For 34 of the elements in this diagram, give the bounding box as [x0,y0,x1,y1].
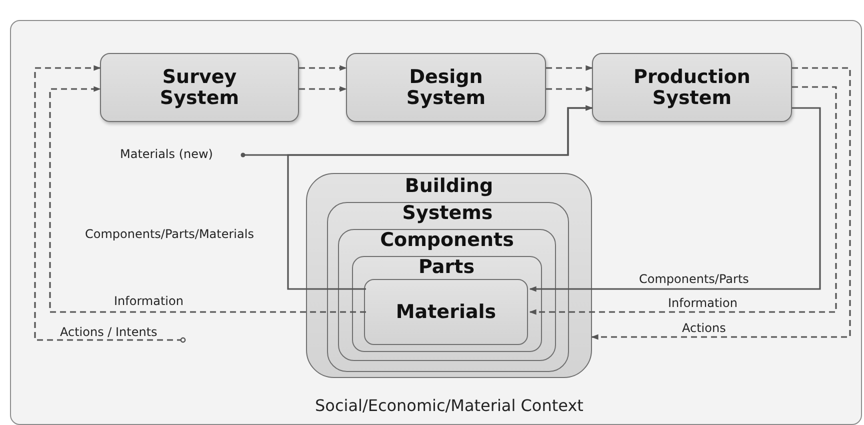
edge-label: Components/Parts [637,272,751,286]
box-label: Materials [396,302,496,322]
dashed-arrow [299,86,347,92]
box-label: Components [380,230,514,251]
dashed-arrow [529,86,837,315]
dashed-arrow [546,86,593,92]
nested-layer-box [326,202,568,372]
edge-label: Actions [680,321,728,335]
process-box [100,53,299,122]
edge-label: Actions / Intents [58,325,160,339]
process-box [346,53,546,122]
dashed-arrow [546,65,593,71]
box-label: Systems [402,202,493,224]
box-label: Survey System [158,66,240,108]
dashed-arrow [299,65,347,71]
dashed-arrow [49,86,366,313]
box-label: Production System [632,66,752,108]
nested-layer-box [338,229,556,361]
edge-label: Components/Parts/Materials [83,227,256,241]
box-label: Design System [405,66,487,108]
nested-layer-box [352,256,542,352]
context-caption: Social/Economic/Material Context [315,396,584,415]
edge-label: Information [112,294,186,308]
arrow [529,107,821,292]
dashed-arrow [34,65,186,343]
text-label: Materials (new) [120,147,213,161]
edge-label: Information [666,296,740,310]
nested-layer-box [306,173,592,378]
box-label: Building [404,176,494,197]
nested-layer-box [364,279,528,345]
arrow [287,105,593,290]
dashed-arrow [591,67,851,340]
process-box [592,53,792,122]
box-label: Parts [418,256,474,278]
